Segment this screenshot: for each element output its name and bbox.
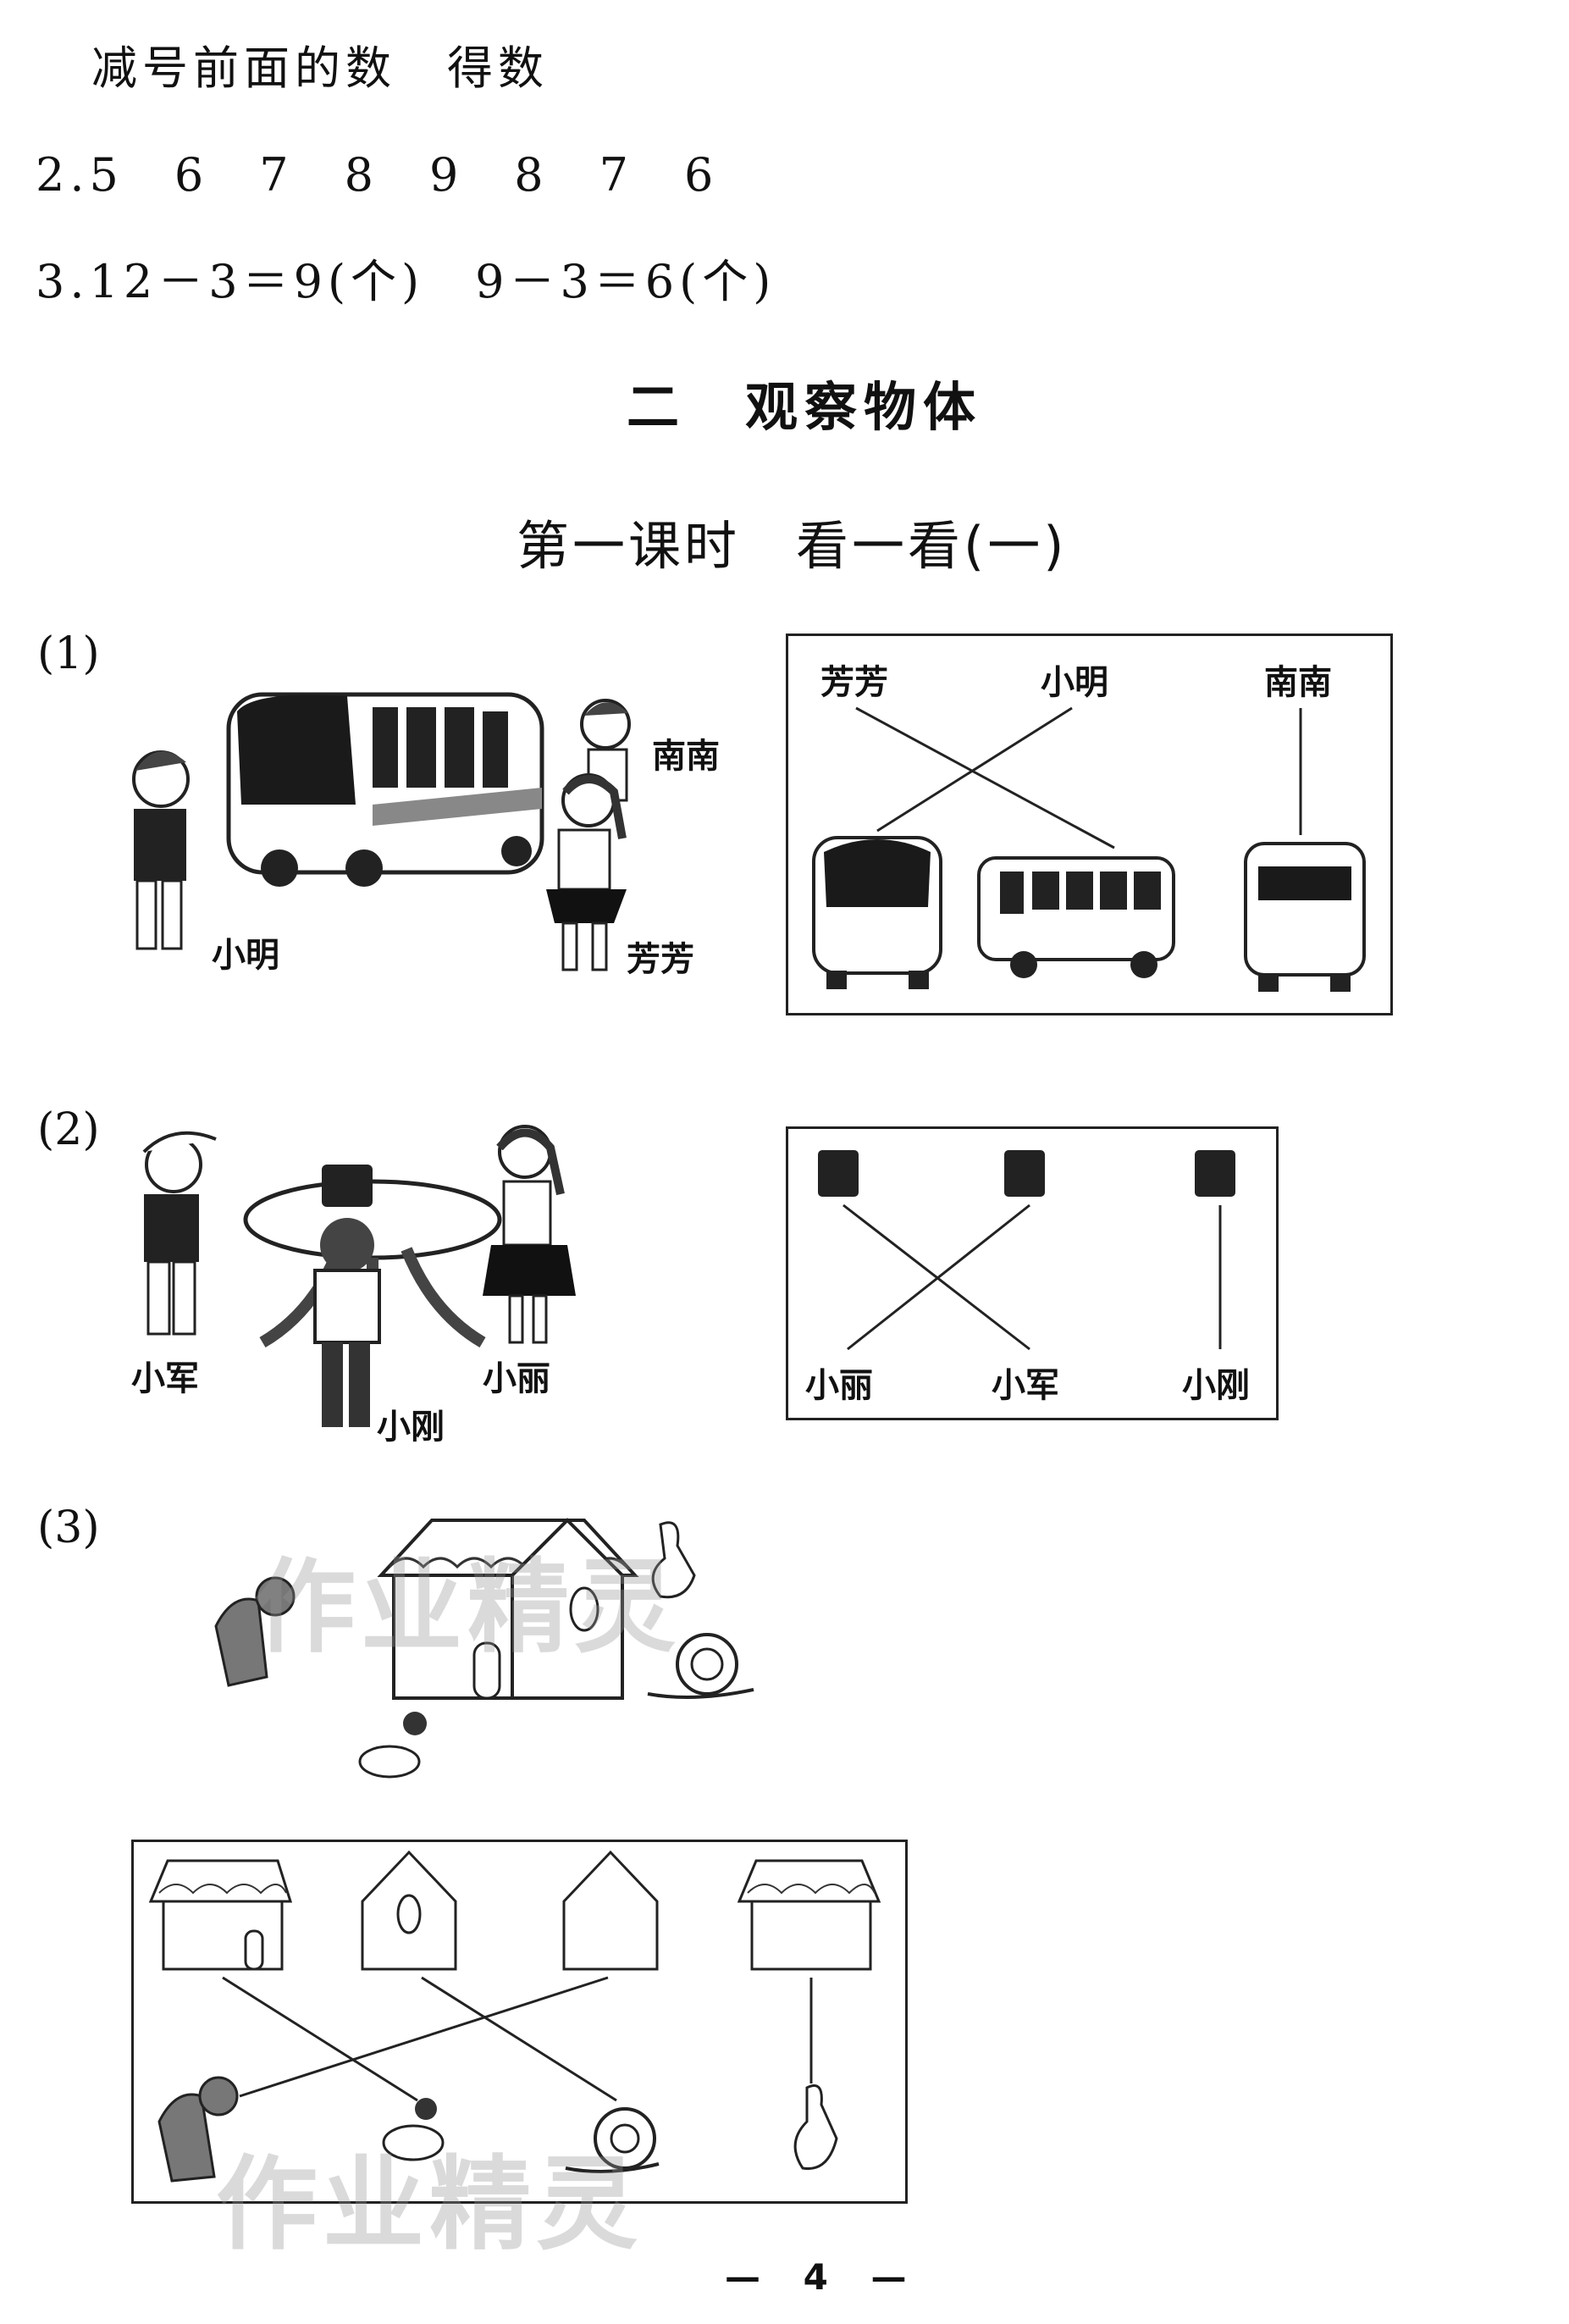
answer-line-2: 2.5 6 7 8 9 8 7 6 [36,148,719,202]
answer-label-xiaogang: 小刚 [1182,1366,1250,1405]
label-xiaojun: 小军 [131,1359,199,1398]
answer-label-2: 小明 [1041,663,1108,702]
label-xiaogang: 小刚 [377,1408,445,1447]
answer-label-xiaojun: 小军 [992,1366,1059,1405]
answer-label-3: 南南 [1264,663,1332,702]
lesson-title: 第一课时 看一看(一) [517,515,1068,577]
question-3-number: (3) [37,1502,100,1553]
q3-match-lines [148,1850,881,2183]
table-scene-drawing [142,1125,576,1427]
label-fangfang: 芳芳 [627,940,694,979]
q2-answer-box: 小丽 小军 小刚 [786,1126,1279,1420]
q1-match-lines [812,706,1366,992]
watermark-top: 作业精灵 [254,1549,681,1667]
q1-scene-illustration: 南南 小明 芳芳 [119,644,728,1025]
q2-match-lines [818,1150,1235,1351]
q3-scene-illustration [186,1508,779,1796]
bus-scene-drawing [132,692,631,971]
label-xiaoli: 小丽 [483,1359,550,1398]
question-2-number: (2) [37,1104,100,1155]
house-scene-drawing [214,1518,754,1779]
q2-scene-illustration: 小军 小丽 小刚 [119,1101,728,1457]
watermark-bottom: 作业精灵 [216,2146,643,2264]
answer-label-xiaoli: 小丽 [805,1366,873,1405]
page-number: — 4 — [725,2256,922,2298]
answer-line-1: 减号前面的数 得数 [91,42,549,95]
answer-label-1: 芳芳 [820,663,888,702]
question-1-number: (1) [37,628,100,679]
q1-answer-box: 芳芳 小明 南南 [786,634,1393,1015]
label-xiaoming: 小明 [212,936,279,975]
answer-line-3: 3.12－3＝9(个) 9－3＝6(个) [36,255,776,308]
q3-answer-box [131,1840,908,2204]
label-nannan: 南南 [652,737,720,776]
section-title: 二 观察物体 [627,376,983,438]
